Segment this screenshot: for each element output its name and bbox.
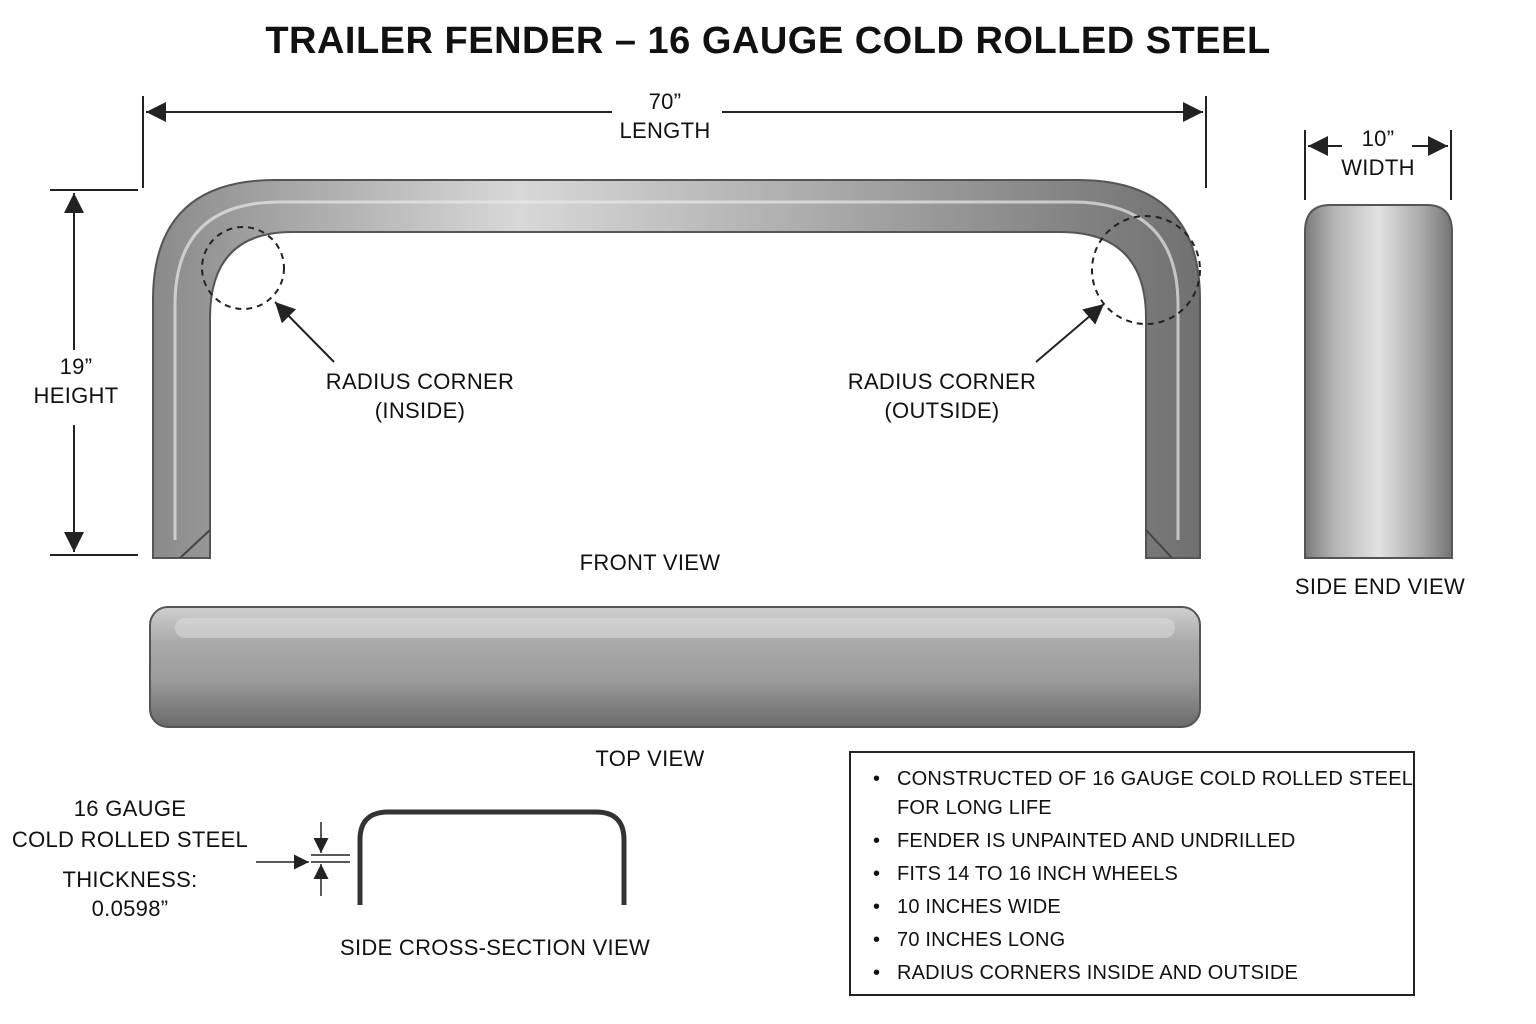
front-view-fender (152, 179, 1201, 559)
thickness-value: 0.0598” (91, 895, 169, 921)
features-box: CONSTRUCTED OF 16 GAUGE COLD ROLLED STEE… (849, 751, 1415, 996)
thickness-text: THICKNESS: (62, 867, 198, 892)
thickness-indicator (256, 822, 350, 896)
radius-outside-label: RADIUS CORNER (OUTSIDE) (822, 368, 1062, 425)
feature-item: 70 INCHES LONG (871, 926, 1413, 955)
features-list: CONSTRUCTED OF 16 GAUGE COLD ROLLED STEE… (851, 753, 1413, 988)
material-label: 16 GAUGE COLD ROLLED STEEL (5, 795, 255, 854)
top-view-fender (149, 606, 1201, 728)
radius-inside-label: RADIUS CORNER (INSIDE) (300, 368, 540, 425)
feature-item: CONSTRUCTED OF 16 GAUGE COLD ROLLED STEE… (871, 765, 1413, 823)
material-gauge: 16 GAUGE (73, 796, 187, 821)
side-end-view-fender (1304, 204, 1453, 559)
cross-section-view-label: SIDE CROSS-SECTION VIEW (339, 935, 651, 960)
feature-item: FENDER IS UNPAINTED AND UNDRILLED (871, 827, 1413, 856)
radius-inside-line1: RADIUS CORNER (325, 369, 515, 394)
front-view-label: FRONT VIEW (579, 550, 721, 575)
height-value: 19” (59, 354, 93, 379)
radius-inside-callout (201, 226, 335, 363)
side-end-view-label: SIDE END VIEW (1294, 574, 1466, 599)
page-title: TRAILER FENDER – 16 GAUGE COLD ROLLED ST… (265, 20, 1271, 62)
feature-item: RADIUS CORNERS INSIDE AND OUTSIDE (871, 959, 1413, 988)
height-dimension (50, 189, 138, 556)
feature-item: FITS 14 TO 16 INCH WHEELS (871, 860, 1413, 889)
width-value: 10” (1361, 126, 1395, 151)
height-dimension-label: 19” HEIGHT (20, 353, 132, 410)
radius-outside-callout (1035, 215, 1201, 363)
feature-item: 10 INCHES WIDE (871, 893, 1413, 922)
width-text: WIDTH (1341, 154, 1415, 180)
radius-outside-line1: RADIUS CORNER (847, 369, 1037, 394)
length-dimension (142, 96, 1207, 188)
material-type: COLD ROLLED STEEL (11, 826, 249, 852)
width-dimension-label: 10” WIDTH (1318, 125, 1438, 182)
radius-inside-line2: (INSIDE) (374, 397, 466, 423)
cross-section-profile (357, 809, 627, 905)
width-dimension (1304, 130, 1452, 200)
radius-outside-line2: (OUTSIDE) (884, 397, 1000, 423)
top-view-label: TOP VIEW (595, 746, 705, 771)
length-text: LENGTH (619, 117, 711, 143)
length-dimension-label: 70” LENGTH (565, 88, 765, 145)
length-value: 70” (648, 89, 682, 114)
height-text: HEIGHT (33, 382, 119, 408)
thickness-label: THICKNESS: 0.0598” (5, 866, 255, 923)
